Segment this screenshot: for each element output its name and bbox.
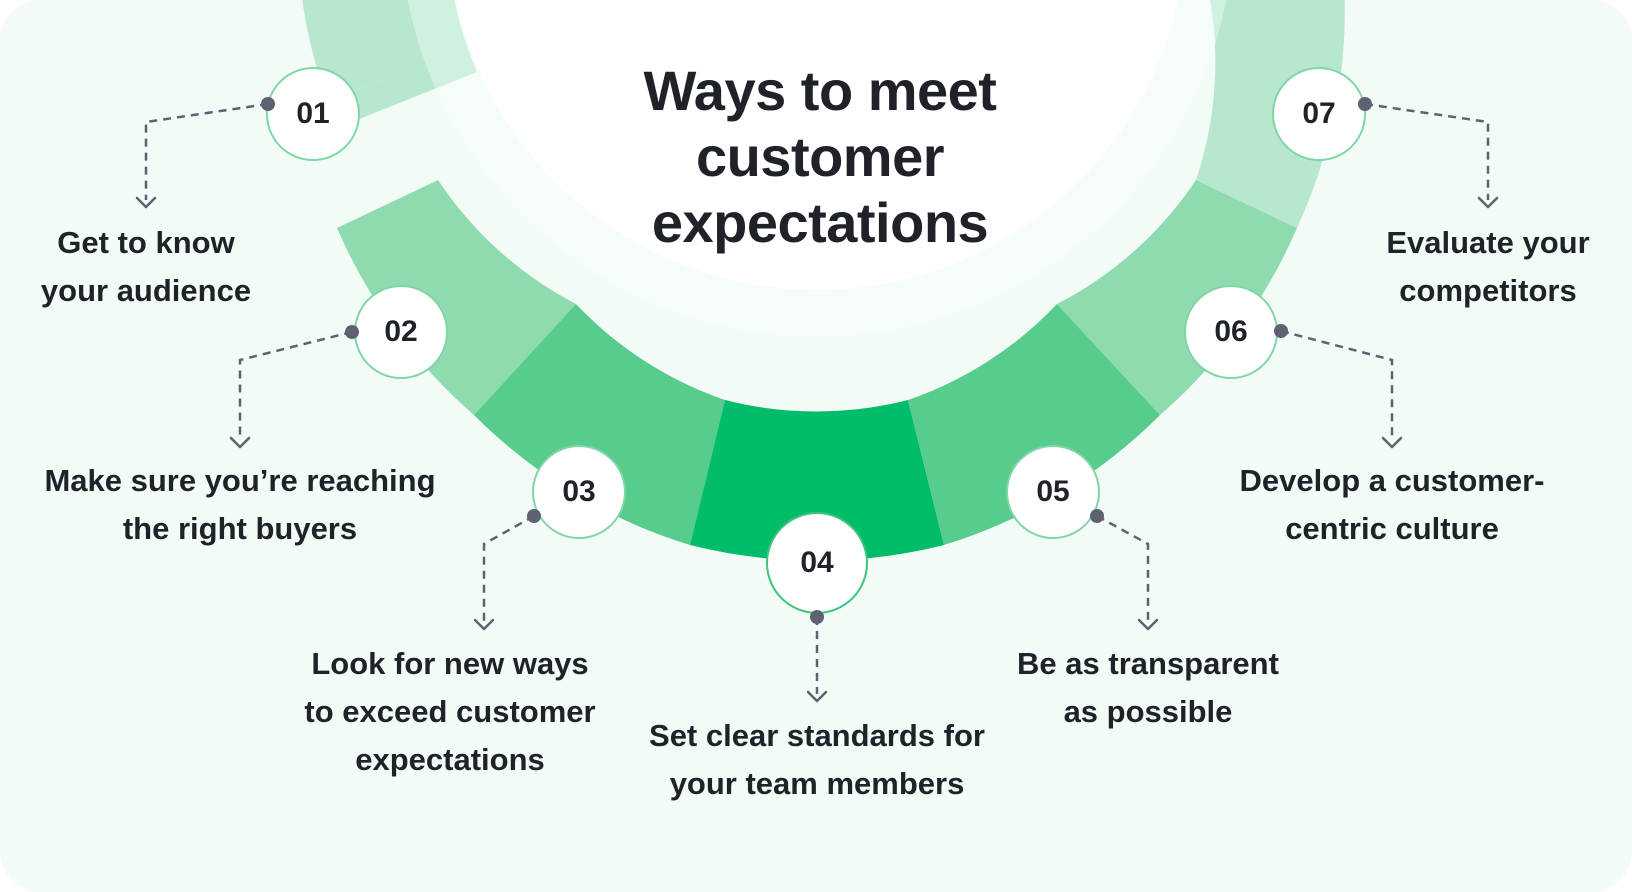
badge-number-06: 06 — [1214, 315, 1248, 348]
arrow-07-icon — [1477, 196, 1499, 209]
step-label-05: Be as transparent as possible — [1017, 646, 1279, 729]
page-title: Ways to meet customer expectations — [643, 59, 997, 254]
dot-04 — [810, 610, 824, 624]
step-label-01: Get to know your audience — [40, 225, 252, 308]
arrow-03-icon — [473, 618, 495, 631]
badge-number-05: 05 — [1036, 475, 1070, 508]
badge-01 — [266, 67, 360, 161]
badge-03 — [532, 445, 626, 539]
badges — [266, 67, 1366, 614]
badge-number-07: 07 — [1302, 97, 1336, 130]
step-label-02: Make sure you’re reaching the right buye… — [44, 463, 436, 546]
connector-01 — [144, 102, 269, 200]
arrow-06-icon — [1381, 436, 1403, 449]
arrowheads — [135, 196, 1499, 703]
ring-segment-1b — [327, 49, 477, 128]
ring-segment-7 — [1196, 0, 1345, 228]
badge-07 — [1272, 67, 1366, 161]
dot-06 — [1274, 324, 1288, 338]
ring-segments — [302, 0, 1345, 561]
badge-05 — [1006, 445, 1100, 539]
ring-segment-2 — [337, 180, 576, 415]
arrow-05-icon — [1137, 618, 1159, 631]
arrow-04-icon — [806, 690, 828, 703]
ring-inner-band — [407, 0, 1227, 337]
step-label-07: Evaluate your competitors — [1386, 225, 1590, 308]
badge-number-04: 04 — [800, 546, 834, 579]
badge-number-01: 01 — [296, 97, 330, 130]
badge-number-02: 02 — [384, 315, 418, 348]
arrow-01-icon — [135, 196, 157, 209]
step-label-06: Develop a customer-centric culture — [1239, 463, 1545, 546]
ring-segment-5 — [908, 304, 1160, 545]
connector-dots — [261, 97, 1372, 624]
connector-06 — [1280, 329, 1394, 440]
dot-07 — [1358, 97, 1372, 111]
dot-05 — [1090, 509, 1104, 523]
dot-03 — [527, 509, 541, 523]
step-label-04: Set clear standards for your team member… — [649, 718, 985, 801]
dot-01 — [261, 97, 275, 111]
step-label-03: Look for new ways to exceed customer exp… — [304, 646, 596, 777]
dot-02 — [345, 325, 359, 339]
center-disc — [455, 0, 1179, 290]
ring-segment-4 — [690, 400, 944, 561]
badge-number-03: 03 — [562, 475, 596, 508]
connector-02 — [238, 330, 353, 440]
ring-segment-3 — [474, 304, 725, 545]
ring-segment-1 — [302, 0, 468, 100]
connectors — [144, 102, 1490, 694]
connector-05 — [1096, 514, 1150, 622]
arrow-02-icon — [229, 436, 251, 449]
ring-segment-6 — [1057, 180, 1297, 415]
connector-03 — [482, 514, 535, 622]
